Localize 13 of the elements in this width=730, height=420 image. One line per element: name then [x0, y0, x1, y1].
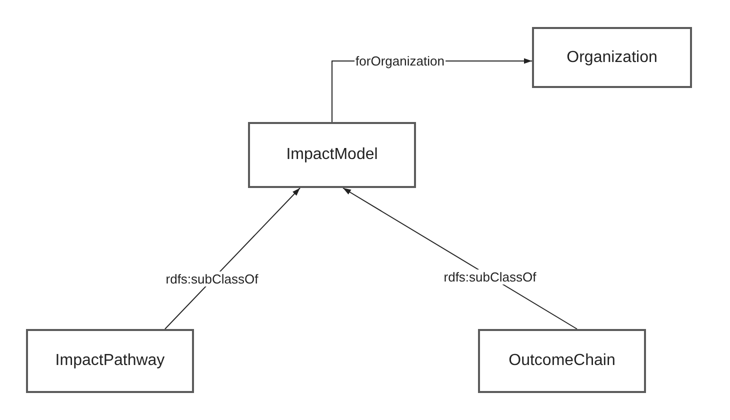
- class-box: [532, 27, 692, 88]
- arrow: [342, 188, 578, 330]
- class-box: [248, 122, 416, 188]
- class-box: [478, 329, 646, 393]
- class-name: OutcomeChain: [508, 352, 616, 370]
- arrow: [164, 188, 300, 330]
- edge-label: rdfs:subClassOf: [442, 270, 538, 284]
- edge-label: rdfs:subClassOf: [164, 272, 260, 286]
- class-name: Organization: [566, 48, 658, 66]
- class-name: ImpactModel: [286, 146, 378, 164]
- class-name: ImpactPathway: [55, 352, 165, 370]
- class-box: [26, 329, 194, 393]
- edge-label: forOrganization: [354, 54, 446, 68]
